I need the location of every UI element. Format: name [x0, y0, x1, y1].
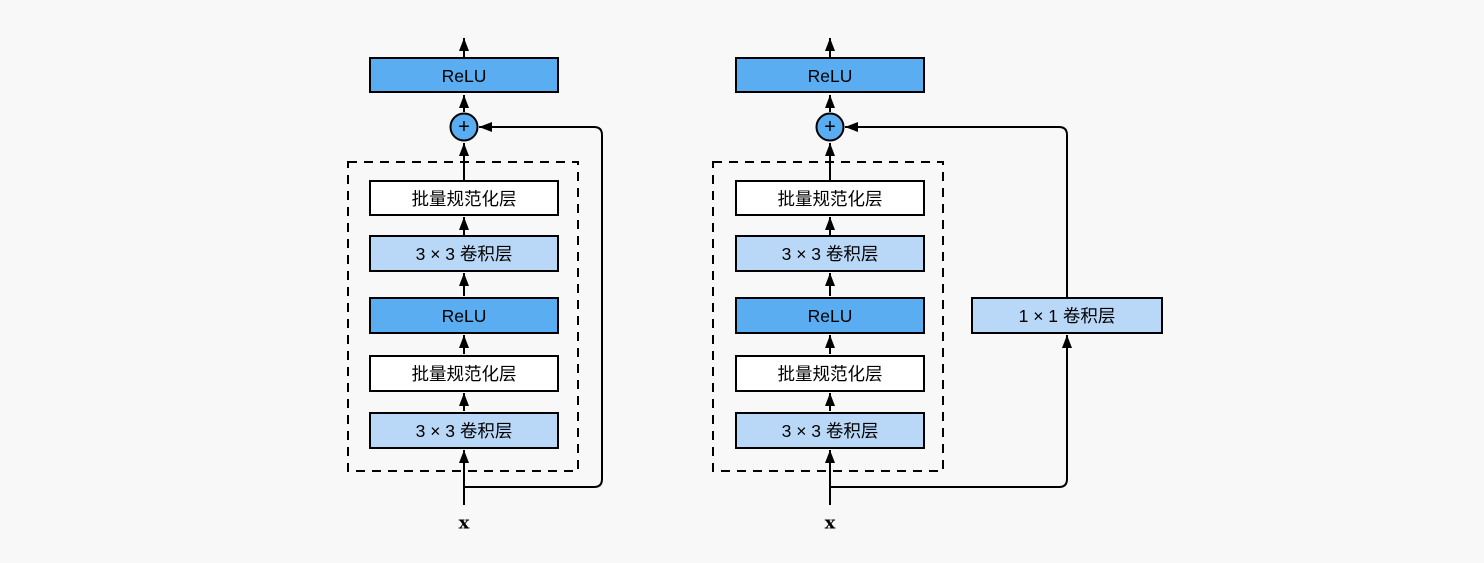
skip-connection-path: [464, 122, 603, 488]
conv3x3-box-1: [735, 235, 925, 272]
conv3x3-box-1: [369, 235, 559, 272]
plus-icon: +: [458, 116, 470, 138]
conv1x1-box: [971, 297, 1163, 334]
conv3x3-label-2: 3 × 3 卷积层: [782, 421, 879, 441]
residual-block-left: ReLU + 批量规范化层 3 × 3 卷积层 ReLU 批量规范化层 3 × …: [347, 38, 603, 534]
relu-inner-box: [369, 297, 559, 334]
batchnorm-label-2: 批量规范化层: [412, 364, 517, 384]
relu-output-label: ReLU: [808, 66, 853, 86]
conv3x3-box-2: [735, 412, 925, 449]
batchnorm-box-1: [369, 180, 559, 216]
conv3x3-label-1: 3 × 3 卷积层: [416, 244, 513, 264]
input-label: x: [459, 513, 470, 534]
skip-connection-lower-path: [830, 335, 1072, 488]
skip-connection-upper-path: [845, 122, 1068, 298]
residual-block-right: ReLU + 批量规范化层 3 × 3 卷积层 ReLU 批量规范化层 3 × …: [712, 38, 1163, 534]
block-boundary: [347, 161, 579, 472]
conv3x3-label-2: 3 × 3 卷积层: [416, 421, 513, 441]
relu-inner-label: ReLU: [442, 306, 487, 326]
batchnorm-label-1: 批量规范化层: [412, 189, 517, 209]
batchnorm-label-2: 批量规范化层: [778, 364, 883, 384]
add-circle: [449, 112, 479, 142]
plus-icon: +: [824, 116, 836, 138]
input-label: x: [825, 513, 836, 534]
relu-inner-box: [735, 297, 925, 334]
batchnorm-box-2: [369, 355, 559, 392]
relu-output-box: [369, 57, 559, 93]
block-boundary: [712, 161, 944, 472]
batchnorm-box-1: [735, 180, 925, 216]
relu-inner-label: ReLU: [808, 306, 853, 326]
conv3x3-box-2: [369, 412, 559, 449]
add-circle: [815, 112, 845, 142]
relu-output-label: ReLU: [442, 66, 487, 86]
conv3x3-label-1: 3 × 3 卷积层: [782, 244, 879, 264]
relu-output-box: [735, 57, 925, 93]
batchnorm-box-2: [735, 355, 925, 392]
batchnorm-label-1: 批量规范化层: [778, 189, 883, 209]
conv1x1-label: 1 × 1 卷积层: [1019, 306, 1116, 326]
